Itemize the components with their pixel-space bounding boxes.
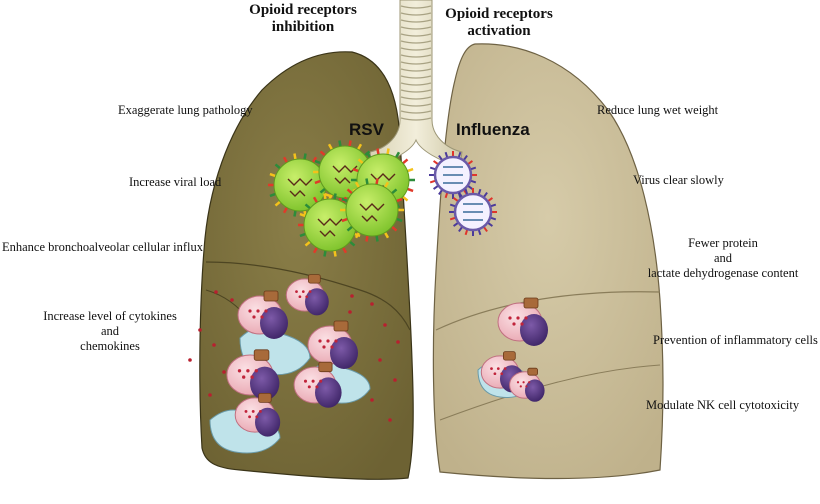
immune-cell bbox=[509, 367, 545, 402]
virus-label-rsv: RSV bbox=[349, 120, 384, 139]
heading-activation: Opioid receptors activation bbox=[445, 6, 553, 39]
cytokine-dot bbox=[370, 398, 374, 402]
virus-label-influenza: Influenza bbox=[456, 120, 530, 139]
cytokine-dot bbox=[208, 393, 212, 397]
effect-increase-viral-load: Increase viral load bbox=[129, 175, 222, 189]
rsv-virus-particle bbox=[298, 193, 362, 257]
influenza-virus-cluster bbox=[429, 151, 497, 236]
cytokine-dot bbox=[188, 358, 192, 362]
heading-inhibition: Opioid receptors inhibition bbox=[249, 2, 357, 35]
effect-exaggerate-pathology: Exaggerate lung pathology bbox=[118, 103, 253, 117]
immune-cell bbox=[234, 392, 281, 437]
rsv-virus-cluster bbox=[268, 140, 415, 257]
right-lung-fissure bbox=[439, 364, 661, 421]
cytokine-dot bbox=[348, 310, 352, 314]
cytokine-dot bbox=[212, 343, 216, 347]
immune-cell bbox=[285, 274, 329, 316]
effect-enhance-cellular-influx: Enhance bronchoalveolar cellular influx bbox=[2, 240, 203, 254]
immune-cell bbox=[293, 361, 342, 408]
cytokine-dot bbox=[370, 302, 374, 306]
cytokine-dot bbox=[214, 290, 218, 294]
right-lung-fissure bbox=[435, 291, 661, 331]
cytokine-dot bbox=[388, 418, 392, 422]
cytokine-dot bbox=[230, 298, 234, 302]
immune-cell bbox=[237, 290, 288, 339]
influenza-virus-particle bbox=[429, 151, 477, 199]
immune-cells-right bbox=[477, 297, 548, 402]
rsv-virus-particle bbox=[340, 178, 404, 242]
cytokine-dot bbox=[378, 358, 382, 362]
cytokine-dot bbox=[393, 378, 397, 382]
immune-cell bbox=[307, 320, 358, 369]
cytokine-dot bbox=[222, 370, 226, 374]
effect-modulate-nk-cytotoxicity: Modulate NK cell cytotoxicity bbox=[646, 398, 800, 412]
immune-cell bbox=[226, 349, 280, 401]
effect-reduce-wet-weight: Reduce lung wet weight bbox=[597, 103, 719, 117]
effect-prevent-inflammatory-cells: Prevention of inflammatory cells bbox=[653, 333, 818, 347]
cytokine-dot bbox=[350, 294, 354, 298]
immune-cell bbox=[497, 297, 548, 346]
cytokine-dot bbox=[198, 328, 202, 332]
cytokine-dot bbox=[383, 323, 387, 327]
immune-cells-left bbox=[209, 274, 371, 454]
effect-fewer-protein: Fewer protein and lactate dehydrogenase … bbox=[647, 236, 799, 280]
effect-virus-clear-slowly: Virus clear slowly bbox=[633, 173, 724, 187]
cytokine-dots bbox=[188, 290, 400, 422]
cytokine-dot bbox=[396, 340, 400, 344]
left-lung-fissure bbox=[205, 261, 411, 331]
influenza-virus-particle bbox=[449, 188, 497, 236]
trachea bbox=[369, 0, 463, 167]
effect-increase-cytokines: Increase level of cytokines and chemokin… bbox=[43, 309, 177, 353]
